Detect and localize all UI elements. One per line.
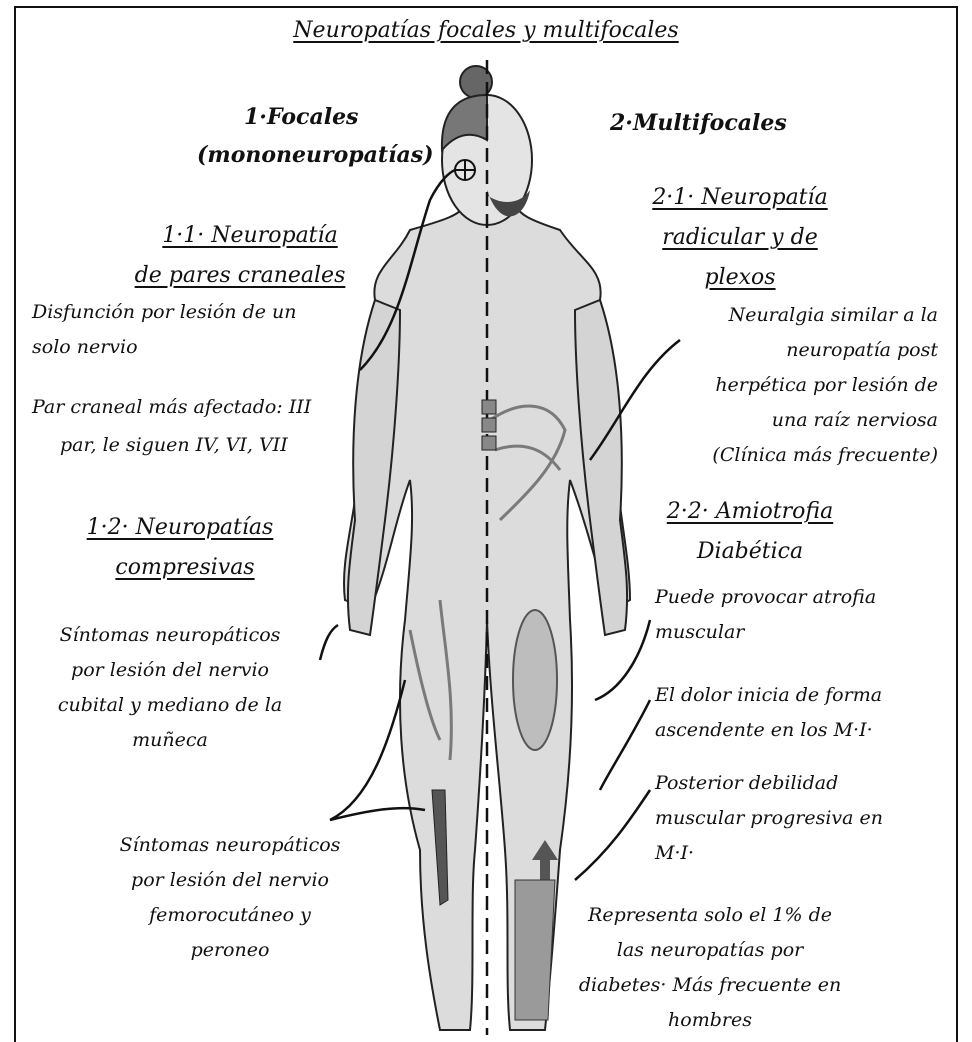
- s12-text1-line: muñeca: [20, 723, 320, 758]
- s22-text4-line: las neuropatías por: [560, 933, 860, 968]
- s12-text1: Síntomas neuropáticos por lesión del ner…: [20, 618, 320, 758]
- thigh-muscle: [513, 610, 557, 750]
- s22-title: 2·2· Amiotrofia: [640, 492, 860, 532]
- s22-text3-line: M·I·: [655, 836, 883, 871]
- s22-text4-line: Representa solo el 1% de: [560, 898, 860, 933]
- s11-text1-line1: Disfunción por lesión de un: [32, 295, 297, 330]
- s22-text4-line: diabetes· Más frecuente en: [560, 968, 860, 1003]
- s12-title-line1: 1·2· Neuropatías: [60, 508, 300, 548]
- s21-title-line3: plexos: [630, 258, 850, 298]
- s11-text1-line2: solo nervio: [32, 330, 138, 365]
- s21-text-line: una raíz nerviosa: [620, 403, 938, 438]
- s22-text2: El dolor inicia de forma ascendente en l…: [655, 678, 882, 748]
- s22-subtitle: Diabética: [640, 532, 860, 572]
- s21-text-line: (Clínica más frecuente): [620, 438, 938, 473]
- s21-title-line1: 2·1· Neuropatía: [630, 178, 850, 218]
- s11-title-line2: de pares craneales: [120, 256, 360, 296]
- s22-text3: Posterior debilidad muscular progresiva …: [655, 766, 883, 871]
- s12-text2-line: peroneo: [80, 933, 380, 968]
- s11-title-line1: 1·1· Neuropatía: [140, 216, 360, 256]
- s22-text4: Representa solo el 1% de las neuropatías…: [560, 898, 860, 1038]
- s11-text2-line1: Par craneal más afectado: III: [32, 390, 311, 425]
- s12-text1-line: por lesión del nervio: [20, 653, 320, 688]
- s22-text1-line: muscular: [655, 615, 876, 650]
- s12-text2-line: Síntomas neuropáticos: [80, 828, 380, 863]
- s22-text1-line: Puede provocar atrofia: [655, 580, 876, 615]
- s12-text2-line: por lesión del nervio: [80, 863, 380, 898]
- s21-text-line: Neuralgia similar a la: [620, 298, 938, 333]
- focales-subheading: (mononeuropatías): [197, 142, 434, 168]
- s21-title-line2: radicular y de: [630, 218, 850, 258]
- s12-text1-line: cubital y mediano de la: [20, 688, 320, 723]
- s12-text2: Síntomas neuropáticos por lesión del ner…: [80, 828, 380, 968]
- s22-text3-line: Posterior debilidad: [655, 766, 883, 801]
- focales-heading: 1·Focales: [244, 104, 358, 130]
- s21-text: Neuralgia similar a la neuropatía post h…: [620, 298, 938, 473]
- s11-text2-line2: par, le siguen IV, VI, VII: [60, 428, 288, 463]
- s22-text1: Puede provocar atrofia muscular: [655, 580, 876, 650]
- s22-text2-line: El dolor inicia de forma: [655, 678, 882, 713]
- hatched-leg: [515, 880, 555, 1020]
- multifocales-heading: 2·Multifocales: [610, 110, 787, 136]
- s12-title-line2: compresivas: [70, 548, 300, 588]
- s22-text4-line: hombres: [560, 1003, 860, 1038]
- s12-text2-line: femorocutáneo y: [80, 898, 380, 933]
- s12-text1-line: Síntomas neuropáticos: [20, 618, 320, 653]
- s21-text-line: herpética por lesión de: [620, 368, 938, 403]
- s22-text2-line: ascendente en los M·I·: [655, 713, 882, 748]
- s21-text-line: neuropatía post: [620, 333, 938, 368]
- s22-text3-line: muscular progresiva en: [655, 801, 883, 836]
